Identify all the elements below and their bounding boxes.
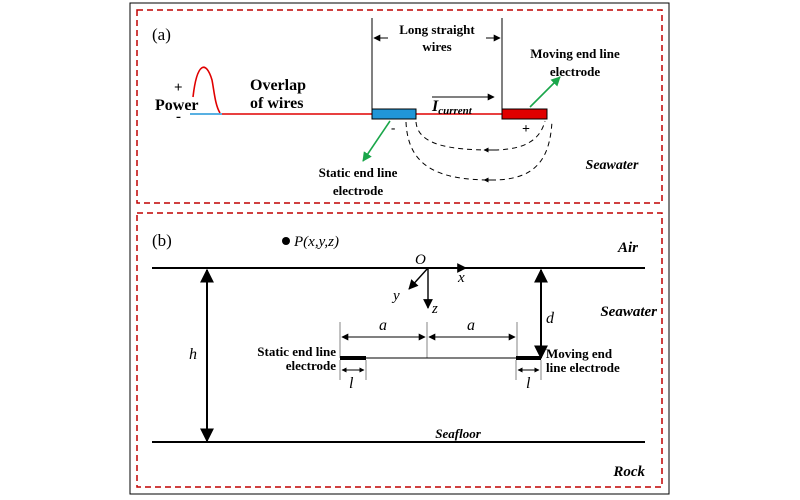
y-axis-label: y <box>391 288 400 304</box>
panel-b-seawater-label: Seawater <box>600 304 657 320</box>
panel-b-static-label-line1: Static end line <box>257 344 336 359</box>
current-label: Icurrent <box>431 98 473 117</box>
a-label-left: a <box>379 317 387 334</box>
panel-b-moving-label-line1: Moving end <box>546 346 613 361</box>
moving-electrode-label-line2: electrode <box>550 64 601 79</box>
power-label: Power <box>155 97 199 114</box>
origin-label: O <box>415 252 426 268</box>
current-loop-outer <box>405 120 553 181</box>
panel-a-frame <box>136 9 663 204</box>
panel-b-label: (b) <box>152 231 172 250</box>
panel-a: (a) + Power - Overlap of wires Long stra… <box>136 9 663 204</box>
long-wires-label-line2: wires <box>422 39 451 54</box>
moving-electrode <box>501 108 548 120</box>
panel-b-moving-label-line2: line electrode <box>546 360 620 375</box>
depth-d-label: d <box>546 310 555 327</box>
panel-a-seawater-label: Seawater <box>586 158 639 173</box>
panel-b-static-label-line2: electrode <box>286 358 337 373</box>
point-p-label: P(x,y,z) <box>293 234 339 250</box>
power-minus: - <box>176 109 181 125</box>
long-wires-label-line1: Long straight <box>399 22 475 37</box>
long-wires-label-bg <box>388 22 486 58</box>
static-electrode-pointer <box>362 120 391 162</box>
z-axis-label: z <box>431 301 438 317</box>
l-label-left: l <box>349 375 354 392</box>
static-electrode-label-line2: electrode <box>333 183 384 198</box>
point-p-marker <box>282 237 290 245</box>
overlap-label-line2: of wires <box>250 95 303 112</box>
air-label: Air <box>617 240 638 256</box>
height-h-label: h <box>189 346 197 363</box>
current-loop-inner <box>415 120 546 151</box>
y-axis-arrow <box>408 267 429 290</box>
power-curve <box>192 66 221 114</box>
l-label-right: l <box>526 375 531 392</box>
power-plus: + <box>174 80 183 96</box>
static-minus: - <box>391 120 395 135</box>
outer-frame <box>129 2 670 495</box>
a-label-right: a <box>467 317 475 334</box>
moving-electrode-pointer <box>529 76 561 108</box>
static-electrode-label-line1: Static end line <box>319 165 398 180</box>
panel-a-label: (a) <box>152 25 171 44</box>
overlap-label-line1: Overlap <box>250 77 306 94</box>
moving-plus: + <box>522 122 530 137</box>
panel-b: (b) P(x,y,z) Air O x y z Seawater d h a … <box>136 212 663 488</box>
rock-label: Rock <box>612 464 645 480</box>
moving-electrode-label-line1: Moving end line <box>530 46 620 61</box>
static-electrode <box>371 108 417 120</box>
seafloor-label: Seafloor <box>435 426 481 441</box>
x-axis-label: x <box>457 270 465 286</box>
panel-b-frame <box>136 212 663 488</box>
